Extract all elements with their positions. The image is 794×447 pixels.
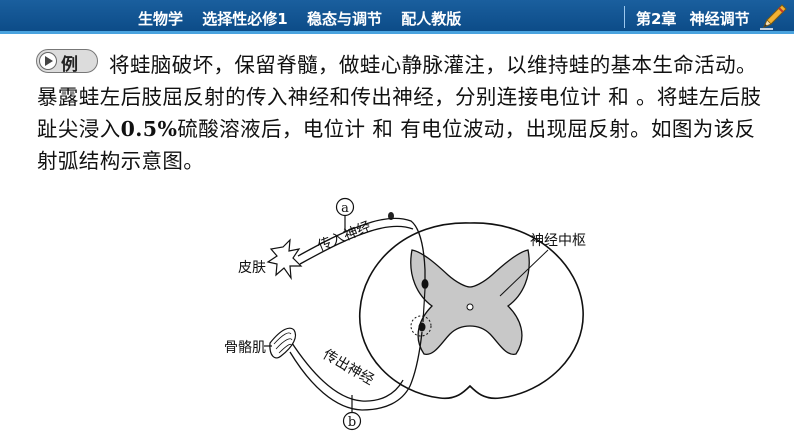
interneuron-soma [421, 279, 429, 289]
chapter-info: 第2章 神经调节 [636, 8, 750, 29]
nerve-center-label: 神经中枢 [530, 233, 586, 249]
muscle-fibers [273, 332, 293, 354]
header-bar: 生物学 选择性必修1 稳态与调节 配人教版 第2章 神经调节 [0, 0, 794, 34]
efferent-nerve-outer [289, 339, 404, 402]
nerve-center-pointer [499, 249, 549, 297]
central-canal [466, 303, 474, 311]
play-icon [39, 52, 57, 70]
gray-matter [410, 249, 530, 355]
muscle-label: 骨骼肌 [224, 340, 266, 356]
example-badge: 例 [36, 49, 98, 75]
unit-label: 稳态与调节 [306, 10, 382, 28]
afferent-nerve-outer [299, 225, 414, 265]
header-divider [624, 6, 625, 28]
afferent-nerve [297, 217, 426, 280]
section-label: 神经调节 [689, 10, 750, 28]
electrode-b [342, 411, 362, 431]
edition-label: 配人教版 [401, 10, 462, 28]
header-stripe [0, 31, 794, 34]
question-text-part2: 硫酸溶液后，电位计 和 有电位波动，出现屈反射。如图为该反射弧结构示意图。 [37, 117, 756, 173]
electrode-a [335, 197, 355, 217]
electrode-b-label: b [348, 415, 356, 430]
course-info: 生物学 选择性必修1 稳态与调节 配人教版 [138, 8, 461, 29]
skin-label: 皮肤 [238, 260, 266, 276]
pencil-icon [760, 4, 787, 30]
synapse-circle [410, 315, 432, 337]
motor-neuron-soma [418, 322, 426, 332]
example-badge-label: 例 [61, 55, 78, 75]
acid-concentration: 0.5% [120, 117, 178, 141]
subject-label: 生物学 [138, 10, 184, 28]
electrode-a-label: a [341, 201, 349, 216]
book-label: 选择性必修1 [202, 10, 288, 28]
efferent-nerve [289, 331, 423, 411]
skeletal-muscle-icon [269, 327, 297, 359]
efferent-nerve-label: 传出神经 [320, 347, 376, 389]
question-text-part1: 将蛙脑破坏，保留脊髓，做蛙心静脉灌注，以维持蛙的基本生命活动。暴露蛙左后肢屈反射… [37, 53, 762, 141]
skin-receptor-icon [266, 238, 303, 281]
question-text: 将蛙脑破坏，保留脊髓，做蛙心静脉灌注，以维持蛙的基本生命活动。暴露蛙左后肢屈反射… [37, 49, 767, 177]
chapter-label: 第2章 [636, 10, 677, 28]
